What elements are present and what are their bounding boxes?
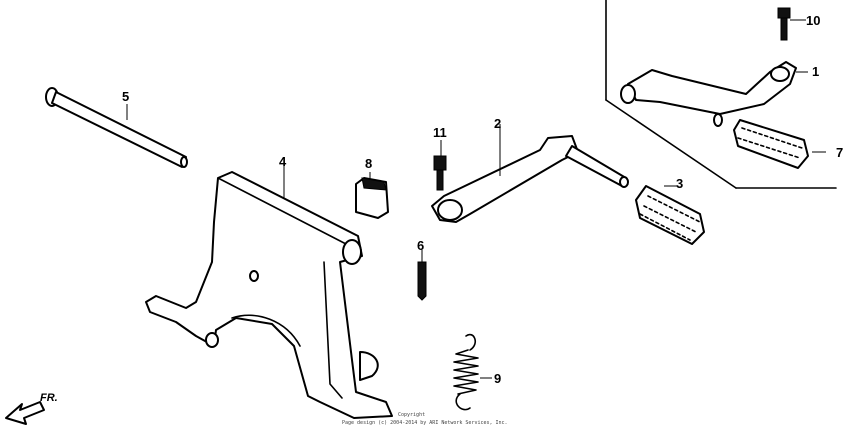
callout-4: 4: [279, 154, 287, 169]
inset-frame: [605, 0, 837, 189]
part-6-pin: [417, 250, 427, 301]
leader-lines: [126, 19, 826, 187]
callout-10: 10: [806, 13, 820, 28]
part-9-spring: [453, 333, 492, 411]
callout-7: 7: [836, 145, 843, 160]
part-7-grip-inset: [733, 119, 809, 169]
callout-5: 5: [122, 89, 129, 104]
callout-11: 11: [433, 125, 447, 140]
part-4-main-stand: [145, 160, 393, 419]
direction-label: FR.: [40, 392, 58, 404]
part-1-step-arm-inset: [620, 61, 797, 127]
callout-1: 1: [812, 64, 819, 79]
part-8-stopper: [355, 172, 389, 219]
part-3-grip-rubber: [635, 185, 705, 245]
part-2-step-arm: [431, 124, 629, 223]
copyright-line-1: Copyright: [398, 412, 425, 418]
callout-6: 6: [417, 238, 424, 253]
callout-3: 3: [676, 176, 683, 191]
part-5-pivot-bolt: [45, 87, 188, 168]
copyright-line-2: Page design (c) 2004-2014 by ARI Network…: [342, 420, 508, 426]
callout-9: 9: [494, 371, 501, 386]
part-10-bolt: [777, 7, 791, 41]
callout-2: 2: [494, 116, 501, 131]
part-11-bolt: [433, 140, 447, 191]
callout-8: 8: [365, 156, 372, 171]
front-direction-arrow: FR.: [5, 392, 58, 425]
